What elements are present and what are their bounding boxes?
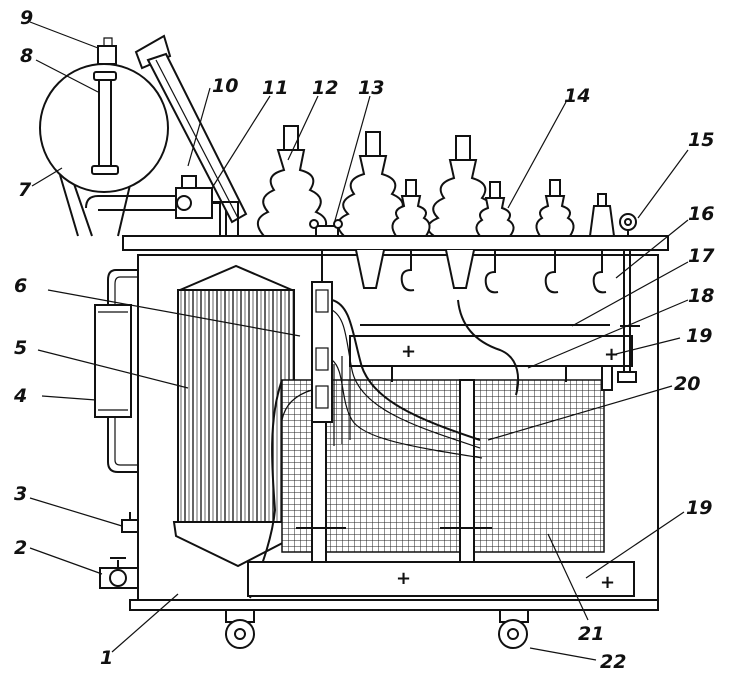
lv-bushing-1 <box>391 179 431 292</box>
callout-11: 11 <box>262 77 288 99</box>
callout-8: 8 <box>20 45 33 67</box>
callout-9: 9 <box>20 7 33 29</box>
active-part: + + + + <box>247 324 635 599</box>
callout-12: 12 <box>312 77 338 99</box>
lv-bushing-3 <box>535 179 575 294</box>
radiator <box>172 264 297 568</box>
callout-15: 15 <box>688 129 714 151</box>
callout-7: 7 <box>18 179 32 201</box>
callout-2: 2 <box>14 537 27 559</box>
lifting-eye <box>619 213 637 236</box>
callout-19-lower: 19 <box>686 497 712 519</box>
thermosiphon-filter <box>94 269 138 473</box>
callout-20: 20 <box>674 373 700 395</box>
callout-22: 22 <box>600 651 626 673</box>
callout-1: 1 <box>100 647 113 669</box>
plus-mark-lower-b: + <box>600 572 615 593</box>
drain-valve <box>99 557 139 589</box>
callout-16: 16 <box>688 203 714 225</box>
plus-mark-lower-a: + <box>396 568 411 589</box>
gas-relay <box>85 175 227 236</box>
breather-cap <box>97 45 117 65</box>
callout-21: 21 <box>578 623 604 645</box>
callout-17: 17 <box>688 245 715 267</box>
conservator <box>39 37 169 237</box>
upper-yoke-beam <box>349 335 633 367</box>
lv-bushing-2 <box>475 181 515 294</box>
callout-14: 14 <box>564 85 590 107</box>
callout-6: 6 <box>14 275 27 297</box>
lower-yoke-beam <box>247 561 635 597</box>
lv-bushing-4 <box>588 193 616 294</box>
callout-19-upper: 19 <box>686 325 712 347</box>
callout-5: 5 <box>14 337 27 359</box>
callout-4: 4 <box>13 385 27 407</box>
sample-valve <box>121 512 139 533</box>
callout-10: 10 <box>212 75 238 97</box>
tap-changer <box>311 250 333 423</box>
hv-bushing-2 <box>337 131 409 289</box>
plus-mark-upper-a: + <box>401 341 416 362</box>
callout-labels: 9 8 7 10 11 12 13 14 15 16 17 18 19 20 1… <box>13 7 715 673</box>
callout-18: 18 <box>688 285 714 307</box>
oil-gauge-top <box>93 71 117 81</box>
wheel-left <box>225 609 255 649</box>
winding-mesh <box>281 379 605 553</box>
wheel-right <box>498 609 529 649</box>
oil-level-gauge <box>98 79 112 167</box>
tie-rods <box>617 250 640 383</box>
exhaust-pipe <box>134 34 248 236</box>
leads <box>281 299 519 459</box>
callout-3: 3 <box>14 483 27 505</box>
callout-13: 13 <box>358 77 384 99</box>
leader-lines <box>29 21 689 661</box>
tank-cover <box>122 235 669 251</box>
plus-mark-upper-b: + <box>604 344 619 365</box>
thermometer-pocket <box>309 219 343 237</box>
